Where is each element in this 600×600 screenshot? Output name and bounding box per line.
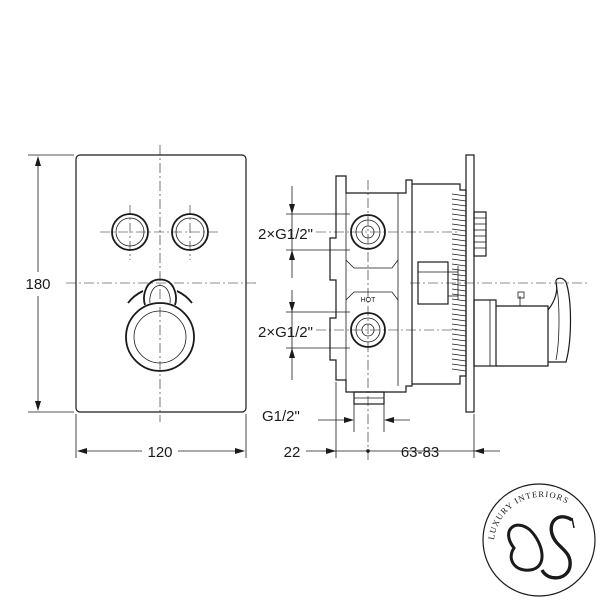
logo-text: LUXURY INTERIORS bbox=[486, 489, 571, 541]
thread-line bbox=[451, 328, 467, 332]
left-push-button bbox=[111, 213, 149, 251]
thread-line bbox=[451, 218, 467, 222]
bottom-inlet-label: 2×G1/2" bbox=[258, 324, 313, 341]
thread-line bbox=[451, 318, 467, 322]
hot-label: HOT bbox=[361, 297, 377, 304]
body-mid-chamfer bbox=[345, 259, 399, 269]
thread-line bbox=[451, 288, 467, 292]
thermostatic-knob bbox=[125, 278, 195, 372]
thread-line bbox=[451, 258, 467, 262]
top-inlet-dimension: 2×G1/2" bbox=[258, 186, 350, 278]
diverter-knob bbox=[473, 211, 487, 257]
thread-line bbox=[451, 278, 467, 282]
luxury-interiors-monogram-icon bbox=[507, 515, 575, 580]
height-label: 180 bbox=[25, 276, 50, 293]
thread-line bbox=[451, 298, 467, 302]
thread-line bbox=[451, 228, 467, 232]
valve-body-outline bbox=[329, 175, 413, 393]
left-temperature-arc bbox=[127, 290, 144, 304]
outlet-pipe bbox=[353, 391, 385, 405]
depth-range-label: 63-83 bbox=[401, 444, 439, 461]
thread-line bbox=[451, 303, 467, 307]
body-mid-chamfer-lower bbox=[345, 291, 399, 301]
bottom-inlet-dimension: 2×G1/2" bbox=[258, 290, 350, 380]
depth-label: 22 bbox=[284, 444, 301, 461]
thread-line bbox=[451, 238, 467, 242]
thread-line bbox=[451, 308, 467, 312]
thread-line bbox=[451, 323, 467, 327]
thread-line bbox=[451, 213, 467, 217]
outlet-label: G1/2" bbox=[262, 408, 300, 425]
thread-line bbox=[451, 348, 467, 352]
thread-line bbox=[451, 268, 467, 272]
thread-line bbox=[451, 273, 467, 277]
thread-line bbox=[451, 368, 467, 372]
side-view: HOT bbox=[258, 154, 590, 461]
thread-line bbox=[451, 338, 467, 342]
thread-line bbox=[451, 203, 467, 207]
wall-plate bbox=[465, 154, 475, 413]
thread-line bbox=[451, 353, 467, 357]
thread-line bbox=[451, 193, 467, 197]
thread-line bbox=[451, 233, 467, 237]
thread-line bbox=[451, 248, 467, 252]
thread-line bbox=[451, 358, 467, 362]
thread-line bbox=[451, 313, 467, 317]
thread-line bbox=[451, 223, 467, 227]
thread-line bbox=[451, 293, 467, 297]
width-label: 120 bbox=[147, 444, 172, 461]
thread-line bbox=[451, 363, 467, 367]
top-inlet-label: 2×G1/2" bbox=[258, 226, 313, 243]
right-push-button bbox=[171, 213, 209, 251]
thread-line bbox=[451, 333, 467, 337]
height-dimension: 180 bbox=[25, 154, 74, 413]
thread-line bbox=[451, 283, 467, 287]
right-temperature-arc bbox=[176, 290, 193, 304]
width-dimension: 120 bbox=[75, 414, 247, 461]
faceplate-outline bbox=[75, 154, 247, 413]
thermostat-handle bbox=[473, 277, 572, 367]
thread-line bbox=[451, 343, 467, 347]
luxury-interiors-logo: LUXURY INTERIORS bbox=[482, 483, 596, 597]
thread-line bbox=[451, 253, 467, 257]
thread-line bbox=[451, 198, 467, 202]
outlet-dimension: G1/2" bbox=[262, 398, 410, 432]
thread-line bbox=[451, 263, 467, 267]
depth-dimension: 22 63-83 bbox=[284, 382, 500, 461]
front-view: 180 120 bbox=[25, 145, 256, 461]
thread-line bbox=[451, 243, 467, 247]
thread-line bbox=[451, 208, 467, 212]
